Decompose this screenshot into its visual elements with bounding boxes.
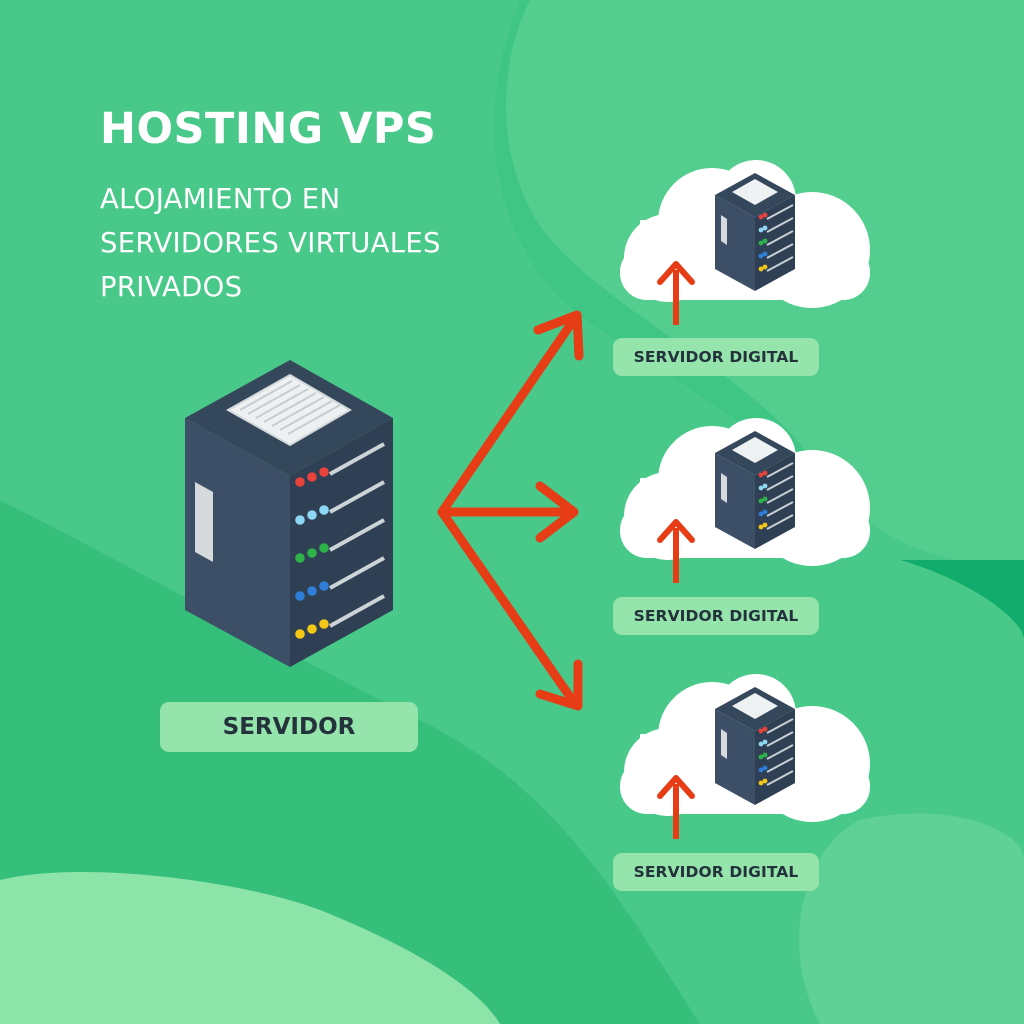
server-led xyxy=(319,467,329,477)
background-dark-corner xyxy=(900,560,1024,640)
server-led xyxy=(295,477,305,487)
server-leds xyxy=(295,467,329,639)
subtitle-line-2: SERVIDORES VIRTUALES xyxy=(100,227,441,259)
page-title: HOSTING VPS xyxy=(100,104,437,154)
subtitle-line-1: ALOJAMIENTO EN xyxy=(100,183,341,215)
server-led xyxy=(295,591,305,601)
server-rack-icon xyxy=(184,359,394,668)
server-led xyxy=(307,472,317,482)
digital-server-label-3: SERVIDOR DIGITAL xyxy=(613,853,819,891)
server-led xyxy=(319,581,329,591)
digital-server-label-2: SERVIDOR DIGITAL xyxy=(613,597,819,635)
server-led xyxy=(307,548,317,558)
digital-server-label-1: SERVIDOR DIGITAL xyxy=(613,338,819,376)
server-led xyxy=(319,543,329,553)
subtitle-line-3: PRIVADOS xyxy=(100,271,243,303)
server-led xyxy=(307,510,317,520)
server-led xyxy=(295,553,305,563)
server-label: SERVIDOR xyxy=(160,702,418,752)
server-led xyxy=(307,624,317,634)
background-blob-bottom-left xyxy=(0,871,500,1024)
distribution-arrows xyxy=(437,310,584,711)
server-led xyxy=(307,586,317,596)
server-led xyxy=(319,619,329,629)
server-led xyxy=(295,515,305,525)
server-led xyxy=(319,505,329,515)
background-blob-bottom-right xyxy=(799,813,1024,1024)
server-led xyxy=(295,629,305,639)
